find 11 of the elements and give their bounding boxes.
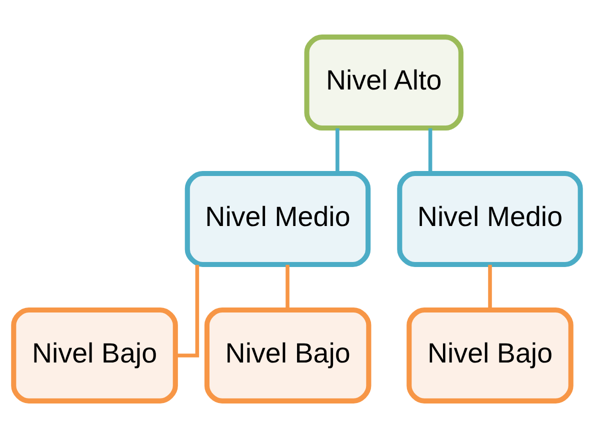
connector [286, 264, 290, 310]
node-box: Nivel Bajo [204, 306, 372, 403]
connector [488, 264, 492, 310]
connector [428, 128, 432, 173]
node-box: Nivel Medio [397, 170, 583, 267]
node-box: Nivel Bajo [11, 306, 178, 403]
node-box: Nivel Alto [304, 34, 464, 130]
connector [175, 264, 200, 357]
node-box: Nivel Bajo [406, 306, 574, 403]
connector [336, 128, 340, 173]
node-box: Nivel Medio [184, 170, 371, 267]
